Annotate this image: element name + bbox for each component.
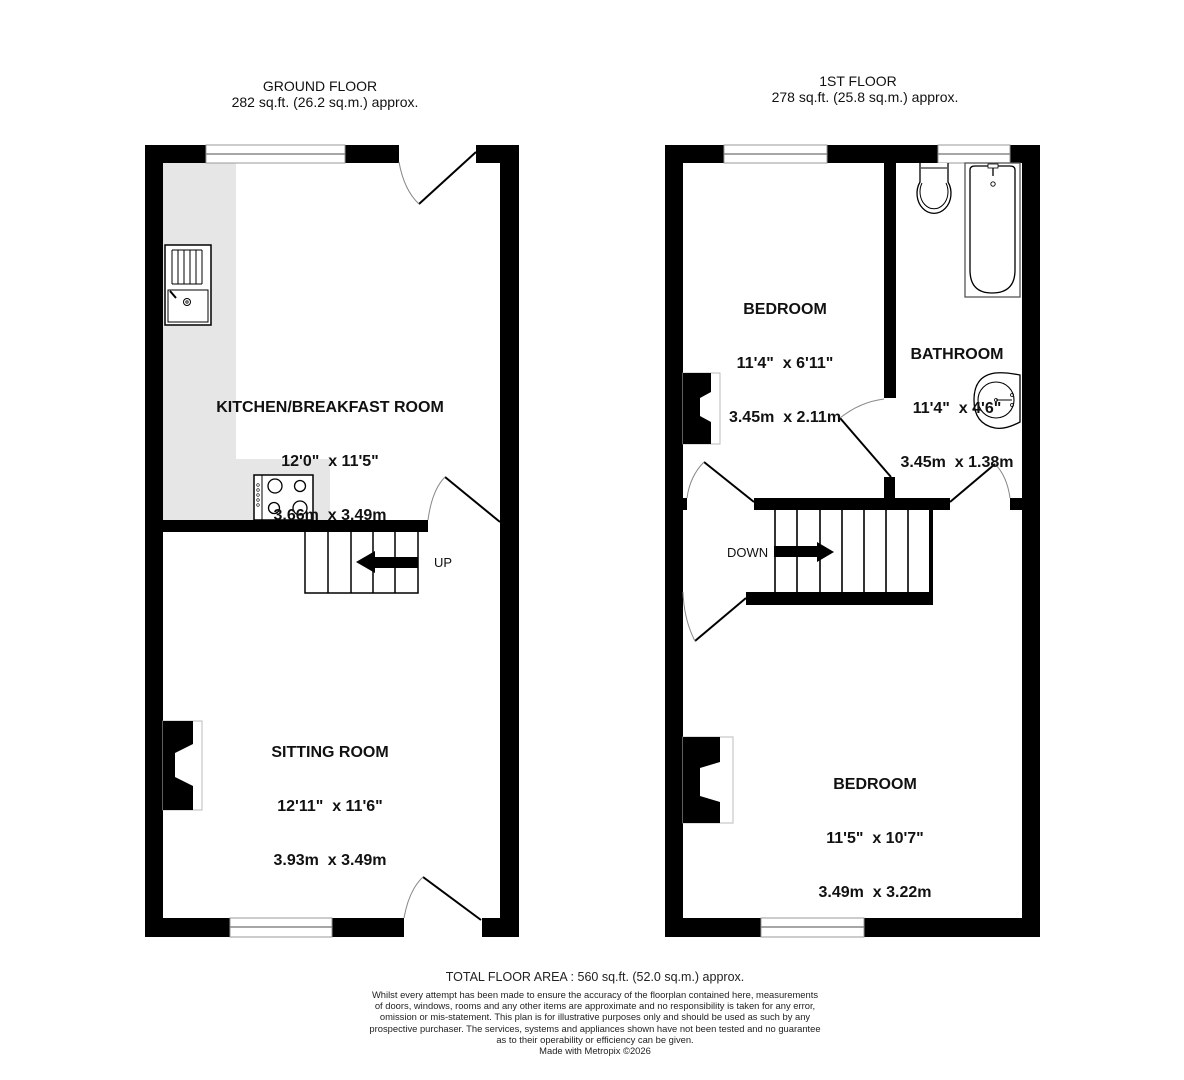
disclaimer: Whilst every attempt has been made to en… <box>360 989 830 1056</box>
first-floor-title: 1ST FLOOR <box>819 73 897 89</box>
ground-floor-plan <box>145 144 519 938</box>
room-name: BEDROOM <box>743 301 827 318</box>
stairs-up-icon <box>304 532 419 594</box>
room-dims-imperial: 12'11" x 11'6" <box>277 798 383 815</box>
fireplace-icon <box>162 720 203 811</box>
first-floor-heading: 1ST FLOOR 278 sq.ft. (25.8 sq.m.) approx… <box>730 73 1000 105</box>
first-floor-area: 278 sq.ft. (25.8 sq.m.) approx. <box>771 89 959 105</box>
room-dims-imperial: 11'5" x 10'7" <box>826 830 924 847</box>
window-bedroom-front <box>723 144 828 164</box>
room-label-bedroom-front: BEDROOM 11'4" x 6'11" 3.45m x 2.11m <box>690 265 880 445</box>
door-sitting-room-front <box>403 876 482 921</box>
door-landing-top <box>686 461 755 503</box>
ground-floor-title: GROUND FLOOR <box>262 78 378 94</box>
room-dims-imperial: 11'4" x 6'11" <box>736 355 834 372</box>
window-kitchen <box>205 144 346 164</box>
room-name: SITTING ROOM <box>271 744 389 761</box>
sink-icon <box>164 244 212 326</box>
basin-icon <box>973 372 1021 430</box>
first-floor-walls <box>665 145 1040 937</box>
room-dims-metric: 3.45m x 1.38m <box>900 454 1014 471</box>
room-name: BATHROOM <box>910 346 1004 363</box>
door-bedroom-front <box>839 398 892 478</box>
ground-floor-heading: GROUND FLOOR 282 sq.ft. (26.2 sq.m.) app… <box>190 78 460 110</box>
door-bathroom <box>949 463 1011 503</box>
kitchen-worktop-left <box>163 162 236 520</box>
bath-icon <box>964 162 1021 298</box>
room-label-kitchen: KITCHEN/BREAKFAST ROOM 12'0" x 11'5" 3.6… <box>190 363 470 543</box>
room-dims-metric: 3.49m x 3.22m <box>818 884 932 901</box>
disclaimer-line: prospective purchaser. The services, sys… <box>369 1022 821 1034</box>
toilet-icon <box>916 163 952 214</box>
disclaimer-line: omission or mis-statement. This plan is … <box>379 1011 811 1023</box>
stairs-down-label: DOWN <box>727 545 769 560</box>
room-label-bathroom: BATHROOM 11'4" x 4'6" 3.45m x 1.38m <box>892 310 1022 490</box>
door-kitchen-back <box>398 151 477 205</box>
room-dims-metric: 3.93m x 3.49m <box>273 852 387 869</box>
ground-floor-area: 282 sq.ft. (26.2 sq.m.) approx. <box>231 94 419 110</box>
metropix-credit: Made with Metropix ©2026 <box>539 1045 651 1057</box>
room-dims-imperial: 11'4" x 4'6" <box>912 400 1002 417</box>
window-sitting-room <box>229 917 333 938</box>
first-floor-plan <box>665 144 1040 938</box>
room-dims-metric: 3.66m x 3.49m <box>273 507 387 524</box>
door-bedroom-rear <box>682 591 747 642</box>
stairs-up-label: UP <box>434 555 453 570</box>
room-label-bedroom-rear: BEDROOM 11'5" x 10'7" 3.49m x 3.22m <box>775 740 975 920</box>
disclaimer-line: Whilst every attempt has been made to en… <box>371 989 819 1000</box>
fireplace-icon <box>682 372 721 445</box>
disclaimer-line: as to their operability or efficiency ca… <box>496 1033 694 1045</box>
ground-floor-walls <box>145 145 519 937</box>
window-bathroom <box>937 144 1011 164</box>
disclaimer-line: of doors, windows, rooms and any other i… <box>374 1000 816 1012</box>
stairs-down-icon <box>774 510 933 592</box>
room-dims-metric: 3.45m x 2.11m <box>728 409 842 426</box>
total-floor-area: TOTAL FLOOR AREA : 560 sq.ft. (52.0 sq.m… <box>445 970 745 984</box>
hob-icon <box>253 474 314 521</box>
room-label-sitting-room: SITTING ROOM 12'11" x 11'6" 3.93m x 3.49… <box>230 708 430 888</box>
door-kitchen-hall <box>427 476 501 523</box>
room-name: KITCHEN/BREAKFAST ROOM <box>216 399 444 416</box>
fireplace-icon <box>682 736 734 824</box>
window-bedroom-rear <box>760 917 865 938</box>
room-dims-imperial: 12'0" x 11'5" <box>281 453 379 470</box>
room-name: BEDROOM <box>833 776 917 793</box>
